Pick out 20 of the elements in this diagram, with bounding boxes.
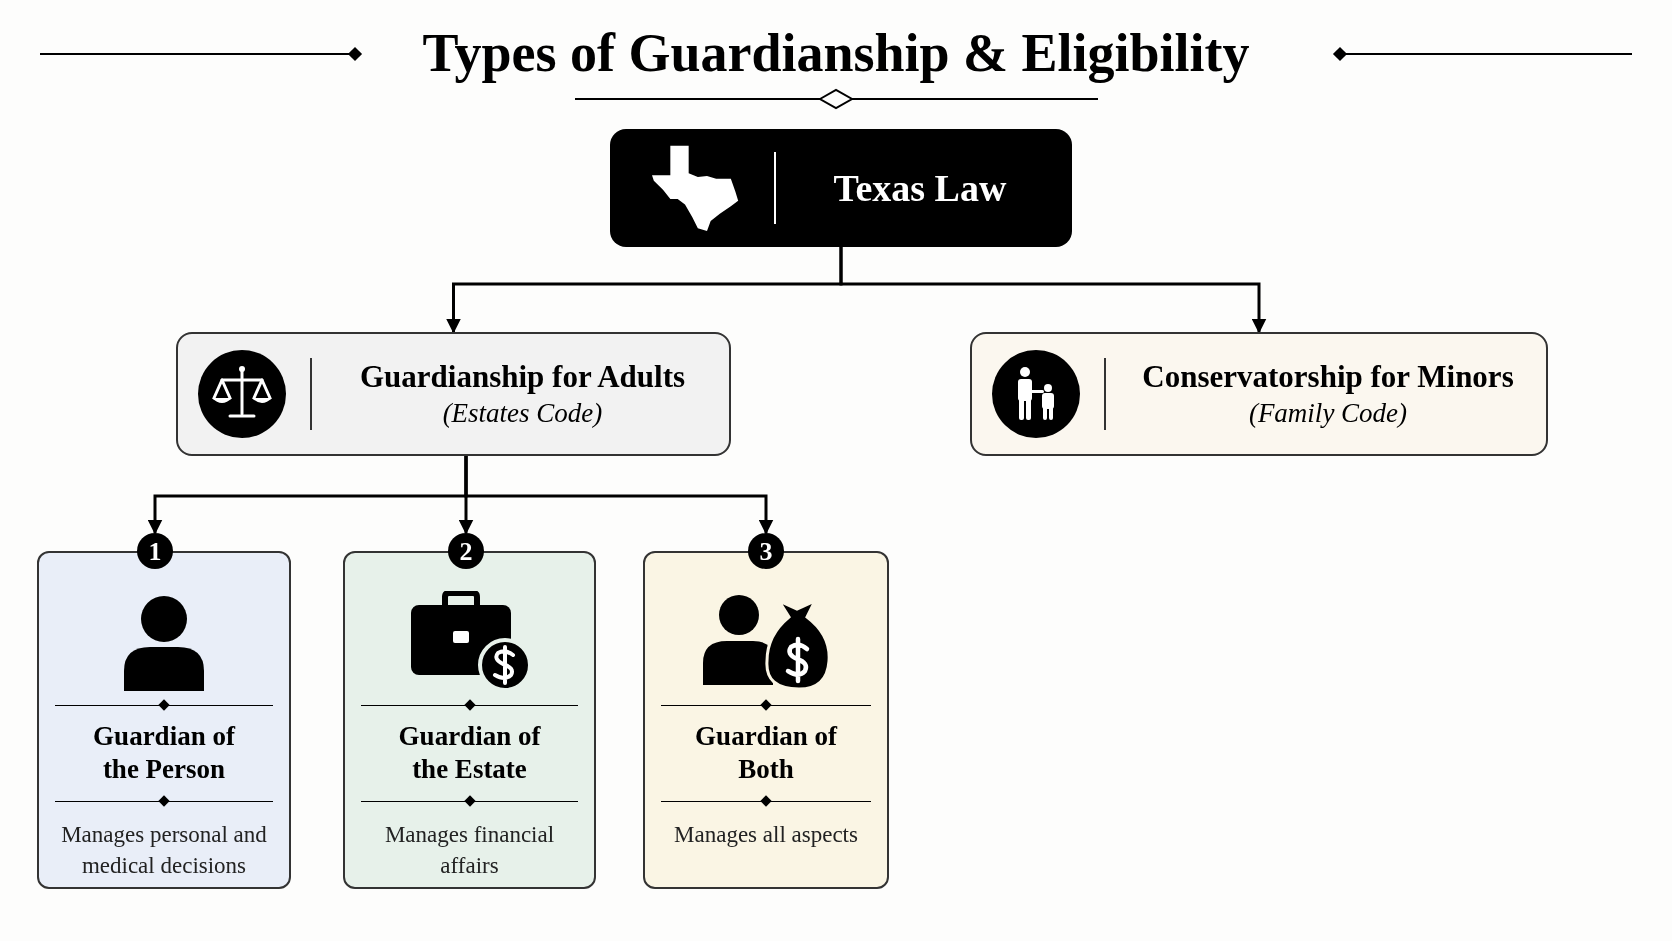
arrow	[839, 247, 1267, 334]
category-box	[176, 332, 731, 456]
number-badge: 2	[448, 533, 484, 569]
diagram-title: Types of Guardianship & Eligibility	[421, 22, 1251, 85]
number-badge: 3	[748, 533, 784, 569]
root-box	[610, 129, 1072, 247]
card-title: Guardian of the Person	[92, 720, 237, 786]
category-box	[970, 332, 1548, 456]
category-title: Conservatorship for Minors	[1142, 357, 1514, 396]
category-title: Guardianship for Adults	[359, 357, 685, 396]
number-badge: 1	[137, 533, 173, 569]
category-subtitle: (Estates Code)	[442, 396, 603, 430]
category-subtitle: (Family Code)	[1248, 396, 1408, 430]
card-description: Manages personal and medical decisions	[60, 821, 268, 880]
card-description: Manages financial affairs	[383, 821, 556, 880]
card-title: Guardian of the Estate	[397, 720, 542, 786]
arrow	[464, 456, 774, 535]
root-title: Texas Law	[832, 165, 1008, 211]
card-description: Manages all aspects	[674, 821, 858, 849]
card-title: Guardian of Both	[694, 720, 839, 786]
